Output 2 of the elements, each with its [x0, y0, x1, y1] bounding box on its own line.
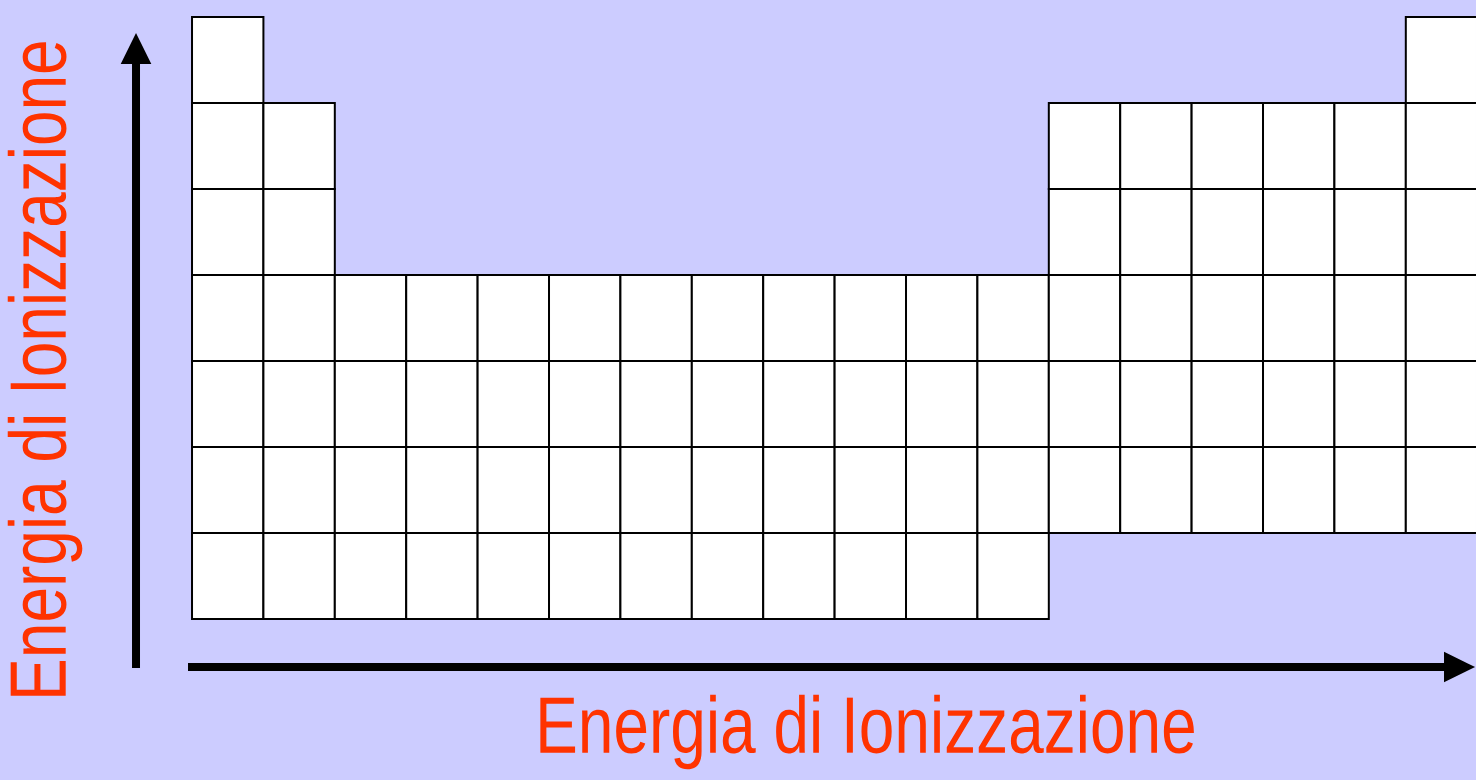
axis-label: Energia di Ionizzazione	[540, 694, 1194, 770]
axis-label: Energia di Ionizzazione	[7, 42, 83, 696]
